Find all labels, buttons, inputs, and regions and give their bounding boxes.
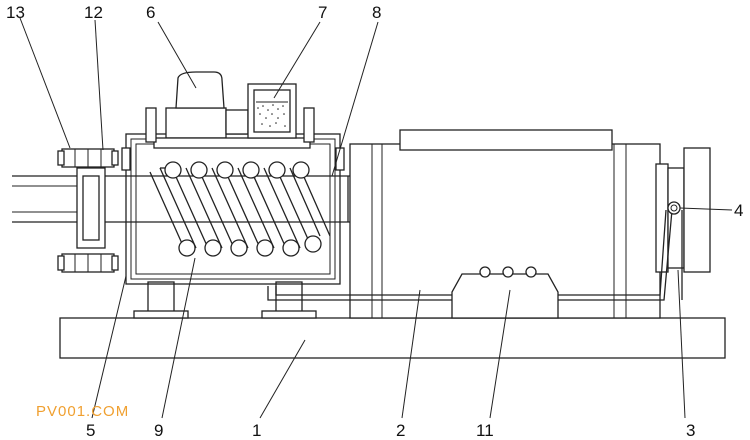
pipe-flange xyxy=(57,148,119,273)
label-6: 6 xyxy=(146,3,155,22)
label-8: 8 xyxy=(372,3,381,22)
label-4: 4 xyxy=(734,201,743,220)
label-5: 5 xyxy=(86,421,95,440)
pump-bracket xyxy=(451,266,559,319)
motor xyxy=(165,71,227,139)
support-feet xyxy=(133,281,317,319)
watermark: PV001.COM xyxy=(36,403,129,420)
label-9: 9 xyxy=(154,421,163,440)
label-3: 3 xyxy=(686,421,695,440)
label-7: 7 xyxy=(318,3,327,22)
base-plate xyxy=(59,317,726,359)
label-1: 1 xyxy=(252,421,261,440)
heating-coil xyxy=(149,161,331,257)
leader-lines xyxy=(19,17,733,419)
liquid-tank xyxy=(247,83,297,139)
heating-jacket xyxy=(121,133,345,285)
connecting-pipe xyxy=(267,201,683,301)
label-11: 11 xyxy=(476,421,494,440)
label-12: 12 xyxy=(84,3,103,22)
label-13: 13 xyxy=(6,3,25,22)
label-2: 2 xyxy=(396,421,405,440)
